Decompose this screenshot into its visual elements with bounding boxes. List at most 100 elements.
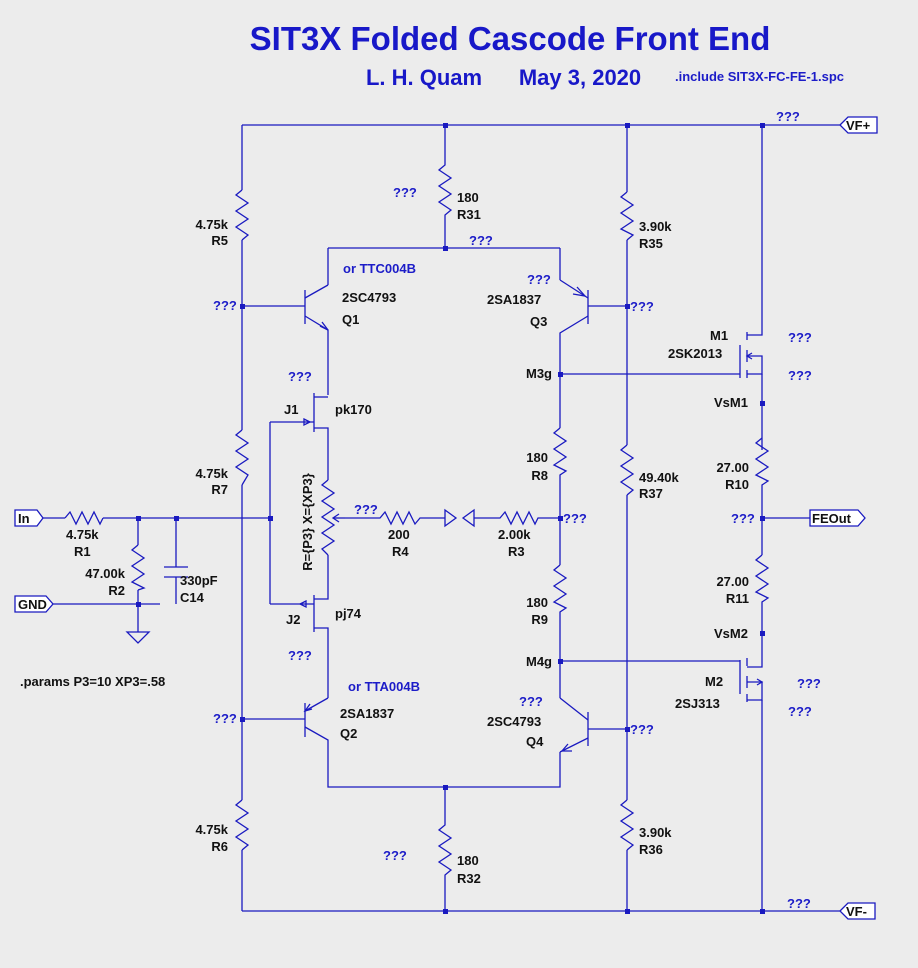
m4g-label: M4g (526, 654, 552, 669)
m1-part: 2SK2013 (668, 346, 722, 361)
r6-ref: R6 (211, 839, 228, 854)
resistor-r35 (619, 191, 635, 241)
unknown-r3: ??? (563, 511, 587, 526)
resistor-r6 (234, 799, 250, 851)
unknown-m1-b: ??? (788, 368, 812, 383)
r6-value: 4.75k (195, 822, 228, 837)
r32-value: 180 (457, 853, 479, 868)
unknown-pot: ??? (354, 502, 378, 517)
r7-value: 4.75k (195, 466, 228, 481)
q2-part: 2SA1837 (340, 706, 394, 721)
unknown-topbus: ??? (469, 233, 493, 248)
q2-alt: or TTA004B (348, 679, 420, 694)
date-label: May 3, 2020 (519, 65, 641, 90)
q1-ref: Q1 (342, 312, 359, 327)
unknown-vfp: ??? (776, 109, 800, 124)
junction-dots (136, 123, 765, 914)
unknown-q1-base: ??? (213, 298, 237, 313)
r37-value: 49.40k (639, 470, 680, 485)
c14-value: 330pF (180, 573, 218, 588)
author-label: L. H. Quam (366, 65, 482, 90)
unknown-q3-base: ??? (630, 299, 654, 314)
q4-part: 2SC4793 (487, 714, 541, 729)
m2-ref: M2 (705, 674, 723, 689)
vsm1-label: VsM1 (714, 395, 748, 410)
port-gnd-label: GND (18, 597, 47, 612)
r31-ref: R31 (457, 207, 481, 222)
vsm2-label: VsM2 (714, 626, 748, 641)
ground-symbol (125, 631, 151, 644)
resistor-r5 (234, 189, 250, 241)
resistor-r36 (619, 799, 635, 851)
unknown-q4-base: ??? (630, 722, 654, 737)
unknown-markers: ??? ??? ??? ??? ??? ??? ??? ??? ??? ??? … (213, 109, 821, 911)
params-directive: .params P3=10 XP3=.58 (20, 674, 165, 689)
transistor-q4 (559, 697, 627, 753)
port-in: In (14, 509, 44, 527)
r8-ref: R8 (531, 468, 548, 483)
resistor-r9 (552, 564, 568, 698)
resistor-r1 (64, 510, 104, 526)
r11-ref: R11 (726, 591, 749, 606)
port-in-label: In (18, 511, 30, 526)
port-feout: FEOut (809, 509, 866, 527)
resistor-r31 (437, 125, 453, 248)
transistor-q3 (559, 279, 627, 428)
unknown-m2-a: ??? (797, 676, 821, 691)
j1-part: pk170 (335, 402, 372, 417)
r1-value: 4.75k (66, 527, 99, 542)
unknown-r32: ??? (383, 848, 407, 863)
j1-ref: J1 (284, 402, 298, 417)
port-vfp-label: VF+ (846, 118, 871, 133)
r9-ref: R9 (531, 612, 548, 627)
resistor-r32 (437, 787, 453, 911)
page-title: SIT3X Folded Cascode Front End (250, 20, 771, 57)
q3-part: 2SA1837 (487, 292, 541, 307)
unknown-q4: ??? (519, 694, 543, 709)
m3g-label: M3g (526, 366, 552, 381)
r5-ref: R5 (211, 233, 228, 248)
resistor-r2 (130, 544, 146, 591)
transistor-q2 (242, 630, 329, 750)
bottom-bus (327, 750, 561, 788)
r9-value: 180 (526, 595, 548, 610)
resistor-r8 (552, 427, 568, 565)
r2-ref: R2 (108, 583, 125, 598)
j2-ref: J2 (286, 612, 300, 627)
unknown-m1-a: ??? (788, 330, 812, 345)
unknown-q2-base: ??? (213, 711, 237, 726)
probe-markers (444, 508, 475, 528)
resistor-r4 (345, 510, 445, 526)
r3-ref: R3 (508, 544, 525, 559)
port-feout-label: FEOut (812, 511, 852, 526)
resistor-r3 (474, 510, 560, 526)
r3-value: 2.00k (498, 527, 531, 542)
r10-value: 27.00 (716, 460, 749, 475)
r36-value: 3.90k (639, 825, 672, 840)
unknown-vfn: ??? (787, 896, 811, 911)
r31-value: 180 (457, 190, 479, 205)
jfet-j2 (270, 555, 329, 632)
capacitor-c14 (164, 566, 188, 578)
q1-alt: or TTC004B (343, 261, 416, 276)
port-vfp: VF+ (839, 116, 878, 134)
m1-ref: M1 (710, 328, 728, 343)
resistor-r10 (754, 437, 770, 555)
r8-value: 180 (526, 450, 548, 465)
r5-value: 4.75k (195, 217, 228, 232)
pot-label: R={P3} X={XP3} (300, 473, 315, 571)
input-wires (43, 517, 270, 632)
r10-ref: R10 (725, 477, 749, 492)
port-gnd: GND (14, 595, 54, 613)
unknown-j1: ??? (288, 369, 312, 384)
q1-part: 2SC4793 (342, 290, 396, 305)
q4-ref: Q4 (526, 734, 544, 749)
r35-value: 3.90k (639, 219, 672, 234)
r2-value: 47.00k (85, 566, 126, 581)
r11-value: 27.00 (716, 574, 749, 589)
port-vfn: VF- (839, 902, 876, 920)
r7-ref: R7 (211, 482, 228, 497)
rail-wires (242, 124, 840, 912)
q2-ref: Q2 (340, 726, 357, 741)
